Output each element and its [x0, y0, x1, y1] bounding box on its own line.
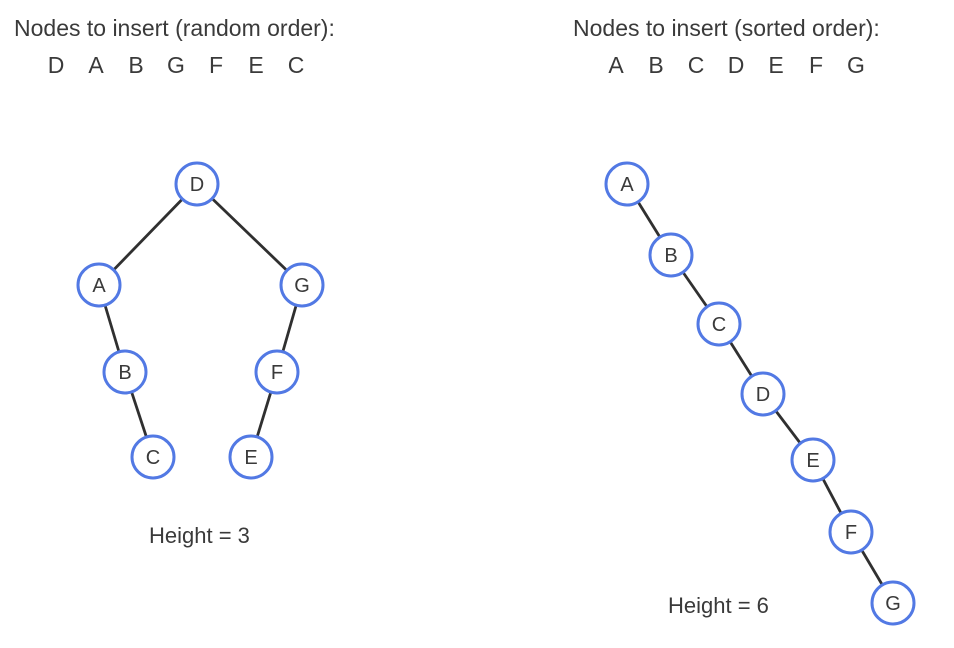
tree-node-label: G: [885, 593, 901, 615]
sequence-letter: B: [648, 52, 664, 78]
tree-node-label: E: [244, 447, 257, 469]
tree-node: [870, 580, 916, 626]
sequence-letter: B: [128, 52, 144, 78]
tree-node: [254, 349, 300, 395]
tree-edge: [97, 183, 199, 286]
tree-node-label: F: [845, 522, 857, 544]
tree-node-label: C: [146, 447, 160, 469]
tree-node-label: G: [294, 275, 310, 297]
tree-node-label: D: [756, 384, 770, 406]
sequence-letter: G: [847, 52, 865, 78]
tree-node: [76, 262, 122, 308]
tree-node: [228, 434, 274, 480]
sequence-letter: C: [287, 52, 305, 78]
sequence-letter: G: [167, 52, 185, 78]
sequence-letter: F: [208, 52, 224, 78]
tree-node-label: B: [118, 362, 131, 384]
tree-node-label: E: [806, 450, 819, 472]
tree-node: [828, 509, 874, 555]
tree-node-label: C: [712, 314, 726, 336]
right-title: Nodes to insert (sorted order):: [573, 15, 880, 41]
tree-node: [130, 434, 176, 480]
tree-node-label: D: [190, 174, 204, 196]
sequence-letter: D: [727, 52, 745, 78]
sequence-letter: A: [608, 52, 624, 78]
tree-node: [790, 437, 836, 483]
sequence-letter: E: [768, 52, 784, 78]
left-height-label: Height = 3: [149, 523, 250, 548]
tree-node-label: B: [664, 245, 677, 267]
tree-node: [279, 262, 325, 308]
sequence-letter: E: [248, 52, 264, 78]
tree-node: [174, 161, 220, 207]
tree-node: [740, 371, 786, 417]
tree-node: [604, 161, 650, 207]
tree-node: [696, 301, 742, 347]
tree-node: [102, 349, 148, 395]
tree-node: [648, 232, 694, 278]
sequence-letter: A: [88, 52, 104, 78]
tree-edge: [196, 182, 303, 287]
tree-node-label: A: [620, 174, 634, 196]
tree-node-label: F: [271, 362, 283, 384]
sequence-letter: D: [47, 52, 65, 78]
right-height-label: Height = 6: [668, 593, 769, 618]
left-title: Nodes to insert (random order):: [14, 15, 335, 41]
sequence-letter: C: [687, 52, 705, 78]
sequence-letter: F: [808, 52, 824, 78]
tree-node-label: A: [92, 275, 106, 297]
